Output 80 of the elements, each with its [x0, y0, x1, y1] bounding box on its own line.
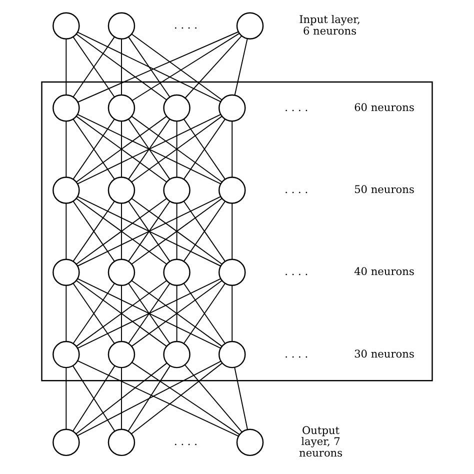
connector: [66, 202, 67, 260]
connector: [128, 118, 170, 180]
connector: [132, 32, 240, 101]
connector: [131, 34, 222, 100]
connector: [121, 120, 122, 178]
connector: [131, 280, 222, 347]
node-circle: [52, 340, 80, 368]
node-circle: [52, 94, 80, 122]
connector: [66, 120, 67, 178]
connector: [131, 198, 222, 265]
label: Output layer, 7 neurons: [299, 424, 343, 460]
connector: [72, 282, 115, 344]
node-circle: [52, 12, 80, 40]
node-circle: [218, 94, 246, 122]
connector: [128, 365, 170, 432]
connector: [132, 362, 240, 435]
node-circle: [108, 428, 136, 456]
connector: [128, 36, 170, 98]
connector: [76, 116, 168, 182]
connector: [76, 198, 168, 265]
connector: [66, 367, 67, 430]
cluster: [41, 81, 433, 382]
connector: [77, 278, 222, 349]
connector: [121, 284, 122, 342]
node-circle: [52, 428, 80, 456]
node-circle: [52, 176, 80, 204]
label: . . . .: [284, 184, 308, 196]
node-circle: [236, 428, 264, 456]
node-circle: [218, 258, 246, 286]
connector: [176, 284, 178, 342]
node-circle: [108, 258, 136, 286]
connector: [184, 35, 242, 98]
connector: [77, 114, 222, 184]
label: . . . .: [174, 436, 198, 448]
connector: [232, 202, 233, 260]
connector: [72, 365, 116, 432]
node-circle: [108, 340, 136, 368]
connector: [121, 202, 122, 260]
connector: [128, 200, 170, 262]
connector: [234, 366, 248, 430]
node-circle: [236, 12, 264, 40]
connector: [121, 367, 122, 430]
node-circle: [163, 176, 190, 204]
connector: [176, 202, 178, 260]
label: . . . .: [174, 20, 198, 32]
connector: [131, 116, 222, 182]
node-circle: [218, 340, 246, 368]
label: 40 neurons: [354, 266, 414, 278]
connector: [234, 38, 248, 96]
connector: [77, 196, 222, 266]
connector: [76, 362, 168, 434]
node-circle: [163, 340, 190, 368]
node-circle: [108, 12, 136, 40]
node-circle: [218, 176, 246, 204]
connector: [76, 280, 168, 347]
label: . . . .: [284, 102, 308, 114]
node-circle: [52, 258, 80, 286]
connector: [176, 120, 178, 178]
connector: [66, 38, 67, 96]
label: 30 neurons: [354, 348, 414, 360]
connector: [72, 200, 115, 262]
connector: [72, 36, 115, 98]
label: . . . .: [284, 348, 308, 360]
connector: [76, 34, 168, 100]
label: . . . .: [284, 266, 308, 278]
connector: [121, 38, 122, 96]
label: Input layer, 6 neurons: [299, 14, 360, 38]
connector: [184, 364, 242, 432]
connector: [232, 284, 233, 342]
node-circle: [108, 176, 136, 204]
node-circle: [163, 258, 190, 286]
connector: [66, 284, 67, 342]
connector: [72, 118, 115, 180]
node-circle: [163, 94, 190, 122]
connector: [130, 362, 222, 434]
label: 60 neurons: [354, 102, 414, 114]
connector: [128, 282, 170, 344]
label: 50 neurons: [354, 184, 414, 196]
connector: [232, 120, 233, 178]
node-circle: [108, 94, 136, 122]
